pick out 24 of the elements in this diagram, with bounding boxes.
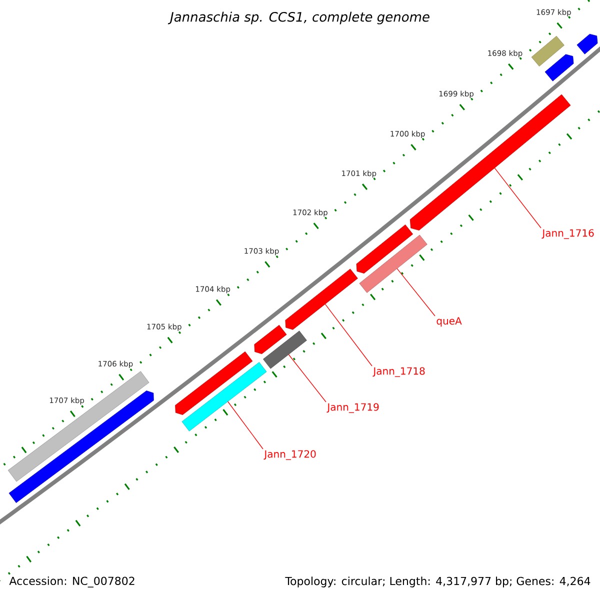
genome-info-text: Topology: circular; Length: 4,317,977 bp; Genes: 4,264 <box>285 576 590 588</box>
gene-feature <box>8 390 154 503</box>
gene-label: Jann_1719 <box>326 403 379 413</box>
leader-line <box>324 304 372 366</box>
gene-label: Jann_1716 <box>542 229 594 239</box>
gene-feature <box>262 330 307 369</box>
title: Jannaschia sp. CCS1, complete genome <box>168 12 430 24</box>
gene-feature <box>175 351 253 415</box>
accession-text: Accession: NC_007802 <box>9 576 134 588</box>
gene-feature <box>576 34 598 54</box>
leader-line <box>288 354 326 402</box>
gene-feature <box>544 54 574 82</box>
gene-label: queA <box>436 317 462 327</box>
gene-feature <box>531 36 564 66</box>
gene-feature <box>285 268 358 330</box>
leader-line <box>227 401 264 450</box>
gene-label: Jann_1718 <box>372 367 425 377</box>
gene-feature <box>359 234 428 293</box>
gene-feature <box>356 224 414 274</box>
leader-line <box>494 168 542 228</box>
gene-label: Jann_1720 <box>264 450 316 460</box>
gene-feature <box>8 371 150 482</box>
gene-feature <box>182 362 267 432</box>
gene-feature <box>254 324 287 354</box>
